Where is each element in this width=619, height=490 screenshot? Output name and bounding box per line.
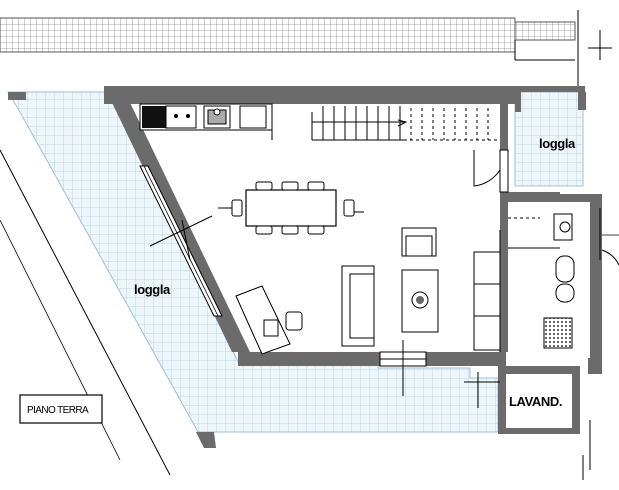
laundry-room [506, 374, 572, 428]
laundry-label: LAVAND. [509, 394, 562, 409]
right-loggia-label: loggla [539, 136, 576, 151]
desk-with-chair [235, 285, 303, 355]
kitchen-counter [139, 103, 273, 140]
floor-title: PIANO TERRA [27, 405, 89, 416]
left-loggia-label: loggla [134, 282, 171, 297]
bathroom [508, 202, 619, 352]
left-loggia-floor [7, 91, 499, 433]
entry-door [473, 149, 509, 193]
slanted-wall-window [139, 165, 223, 317]
bottom-window [379, 340, 500, 408]
dining-table [218, 181, 364, 235]
floor-title-box: PIANO TERRA [19, 394, 103, 424]
coffee-table [401, 269, 439, 333]
sofa-left [341, 265, 375, 347]
sofa-right [473, 230, 501, 352]
right-loggia-floor [514, 91, 584, 187]
armchair [401, 227, 437, 257]
top-terrace-grate [0, 10, 612, 120]
staircase [311, 104, 500, 141]
walls [8, 86, 602, 448]
